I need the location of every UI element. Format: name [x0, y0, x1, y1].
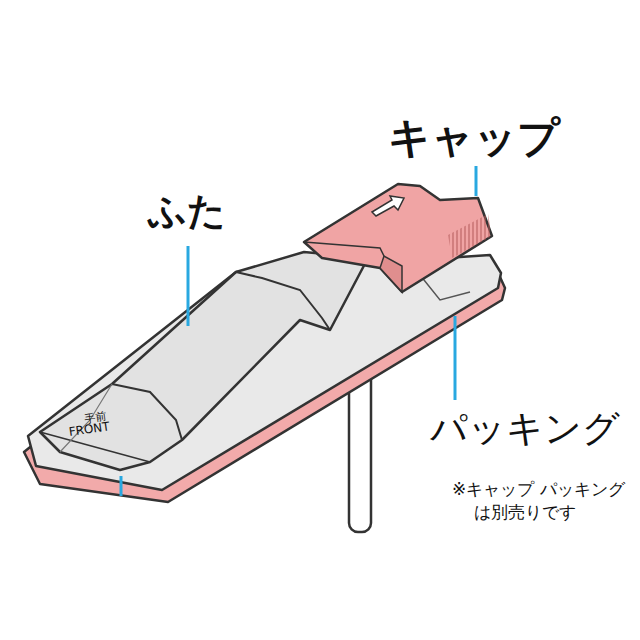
lid-hump	[40, 252, 368, 470]
note: ※キャップ パッキング は別売りです	[452, 478, 634, 524]
cap-arrow	[372, 196, 404, 216]
leader-line	[454, 316, 457, 400]
part-label: ふた	[148, 190, 226, 234]
part-label: パッキング	[430, 408, 620, 451]
cap	[304, 184, 492, 292]
leader-line	[187, 246, 190, 326]
leader-line	[475, 166, 478, 196]
pole	[349, 370, 371, 532]
leader-line	[120, 476, 123, 496]
part-label: キャップ	[388, 114, 560, 162]
